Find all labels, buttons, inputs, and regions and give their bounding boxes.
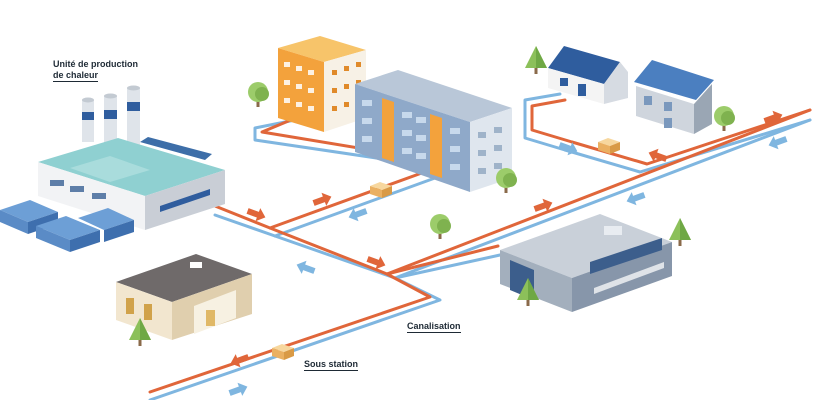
apartment-tower-blue bbox=[355, 70, 512, 192]
hot-pipe-house-branch bbox=[532, 100, 572, 142]
substation-label-text: Sous station bbox=[304, 359, 358, 371]
chimney bbox=[104, 94, 117, 147]
chimney bbox=[127, 86, 140, 147]
flow-arrow-icon bbox=[624, 188, 647, 208]
tree-icon bbox=[248, 82, 269, 107]
heat-production-plant bbox=[0, 86, 225, 253]
tree-icon bbox=[669, 218, 691, 246]
production-unit-label-line2: de chaleur bbox=[53, 70, 98, 82]
pipe-label: Canalisation bbox=[407, 321, 461, 333]
tree-icon bbox=[430, 214, 451, 239]
flow-arrow-icon bbox=[294, 258, 317, 278]
chimney bbox=[82, 98, 94, 143]
house-right bbox=[634, 60, 714, 134]
substation-label: Sous station bbox=[304, 359, 358, 371]
apartment-tower-orange bbox=[278, 36, 366, 132]
tree-icon bbox=[496, 168, 517, 193]
pipe-label-text: Canalisation bbox=[407, 321, 461, 333]
production-unit-label-line1: Unité de production bbox=[53, 59, 138, 70]
tree-icon bbox=[714, 106, 735, 131]
production-unit-label: Unité de production de chaleur bbox=[53, 59, 138, 82]
tree-icon bbox=[525, 46, 547, 74]
flow-arrow-icon bbox=[227, 380, 250, 400]
